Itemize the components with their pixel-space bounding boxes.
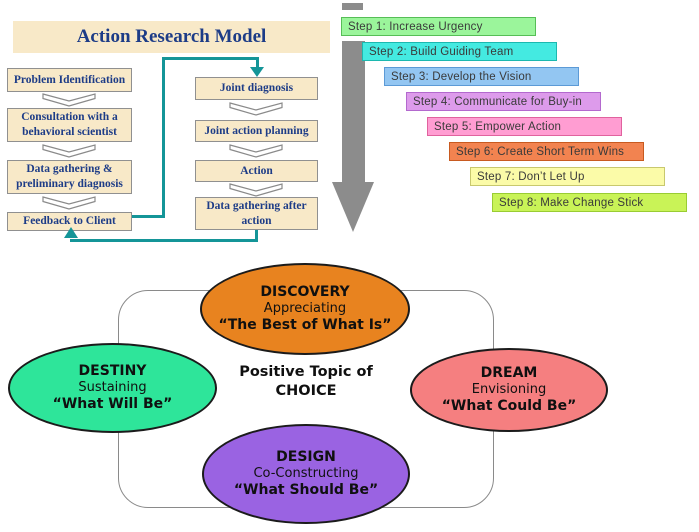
oval-destiny: DESTINY Sustaining “What Will Be”: [8, 343, 217, 433]
oval-quote: “What Should Be”: [233, 481, 379, 498]
oval-quote: “What Will Be”: [52, 395, 173, 412]
chevron-down-icon: [42, 144, 96, 158]
change-step-8: Step 8: Make Change Stick: [492, 193, 687, 212]
change-step-4: Step 4: Communicate for Buy-in: [406, 92, 601, 111]
oval-subtitle: Co-Constructing: [253, 466, 359, 482]
big-arrow-head-icon: [332, 182, 374, 232]
oval-dream: DREAM Envisioning “What Could Be”: [410, 348, 608, 432]
arm-box-joint-diagnosis: Joint diagnosis: [195, 77, 318, 100]
change-step-7: Step 7: Don’t Let Up: [470, 167, 665, 186]
oval-subtitle: Envisioning: [471, 382, 547, 398]
connector-line: [132, 215, 165, 218]
positive-topic-line2: CHOICE: [275, 383, 337, 400]
arm-box-problem-identification: Problem Identification: [7, 68, 132, 92]
chevron-down-icon: [42, 93, 96, 107]
oval-quote: “What Could Be”: [441, 397, 577, 414]
oval-title: DREAM: [480, 364, 538, 381]
chevron-down-icon: [229, 102, 283, 116]
arm-box-data-gathering: Data gathering & preliminary diagnosis: [7, 160, 132, 194]
change-step-1: Step 1: Increase Urgency: [341, 17, 536, 36]
change-step-6: Step 6: Create Short Term Wins: [449, 142, 644, 161]
action-research-title: Action Research Model: [13, 21, 330, 53]
positive-topic-label: Positive Topic of CHOICE: [226, 363, 386, 401]
connector-line: [256, 57, 259, 68]
connector-line: [70, 239, 258, 242]
positive-topic-line1: Positive Topic of: [239, 364, 373, 380]
oval-title: DISCOVERY: [260, 283, 350, 300]
oval-title: DESTINY: [78, 362, 147, 379]
connector-line: [162, 57, 259, 60]
arm-box-joint-action-planning: Joint action planning: [195, 120, 318, 142]
connector-line: [162, 57, 165, 218]
arm-box-data-gathering-after: Data gathering after action: [195, 197, 318, 230]
change-step-2: Step 2: Build Guiding Team: [362, 42, 557, 61]
chevron-down-icon: [229, 144, 283, 158]
chevron-down-icon: [42, 196, 96, 210]
oval-quote: “The Best of What Is”: [218, 316, 392, 333]
oval-design: DESIGN Co-Constructing “What Should Be”: [202, 424, 410, 524]
change-step-5: Step 5: Empower Action: [427, 117, 622, 136]
connector-line: [255, 230, 258, 242]
arm-box-action: Action: [195, 160, 318, 182]
connector-arrowhead-up-icon: [64, 227, 78, 238]
big-arrow-shaft: [342, 41, 365, 182]
oval-subtitle: Sustaining: [78, 380, 147, 396]
chevron-down-icon: [229, 183, 283, 197]
arm-box-consultation: Consultation with a behavioral scientist: [7, 108, 132, 142]
oval-title: DESIGN: [276, 448, 336, 465]
connector-arrowhead-down-icon: [250, 67, 264, 77]
oval-discovery: DISCOVERY Appreciating “The Best of What…: [200, 263, 410, 355]
big-arrow-cap: [342, 3, 363, 10]
change-step-3: Step 3: Develop the Vision: [384, 67, 579, 86]
oval-subtitle: Appreciating: [263, 301, 347, 317]
